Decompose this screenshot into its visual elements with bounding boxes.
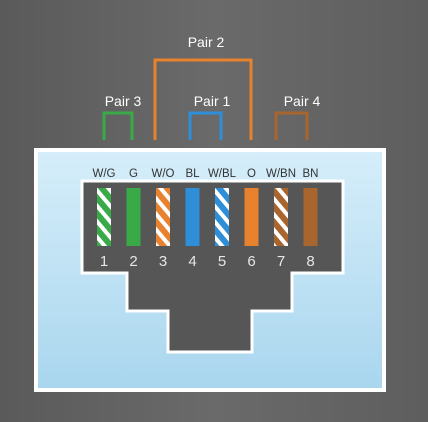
pair-4-label: Pair 4: [284, 93, 321, 109]
wire-pin-1: [97, 188, 111, 246]
pair-3-bracket: [102, 111, 134, 140]
wire-pin-3: [156, 188, 170, 246]
pin-number-3: 3: [159, 253, 167, 270]
wire-label-4: BL: [185, 168, 200, 180]
pins-layer: W/G 1 G 2 W/O 3 BL 4 W/BL 5 O 6 W/BN 7 BN 8: [93, 168, 319, 270]
wire-pin-7: [274, 188, 288, 246]
pin-number-5: 5: [218, 253, 226, 270]
pin-number-6: 6: [247, 253, 255, 270]
pair-4-bracket: [274, 111, 309, 140]
wire-pin-6: [244, 188, 259, 246]
wire-pin-5: [215, 188, 229, 246]
wire-label-6: O: [247, 168, 256, 180]
pair-3-label: Pair 3: [105, 93, 142, 109]
pin-number-2: 2: [129, 253, 137, 270]
wire-label-8: BN: [303, 168, 319, 180]
pair-2-bracket: [153, 58, 253, 140]
wire-label-1: W/G: [93, 168, 116, 180]
pin-number-4: 4: [188, 253, 196, 270]
wire-pin-8: [303, 188, 318, 246]
pair-2-label: Pair 2: [188, 34, 225, 50]
pin-number-7: 7: [277, 253, 285, 270]
wire-pin-4: [185, 188, 200, 246]
pin-number-8: 8: [306, 253, 314, 270]
wire-label-7: W/BN: [266, 168, 296, 180]
pair-1-bracket: [188, 111, 223, 140]
wire-label-5: W/BL: [208, 168, 237, 180]
pair-brackets: [102, 58, 309, 140]
wire-pin-2: [126, 188, 141, 246]
pin-number-1: 1: [100, 253, 108, 270]
wire-label-3: W/O: [152, 168, 175, 180]
wire-label-2: G: [129, 168, 138, 180]
pair-1-label: Pair 1: [194, 93, 231, 109]
